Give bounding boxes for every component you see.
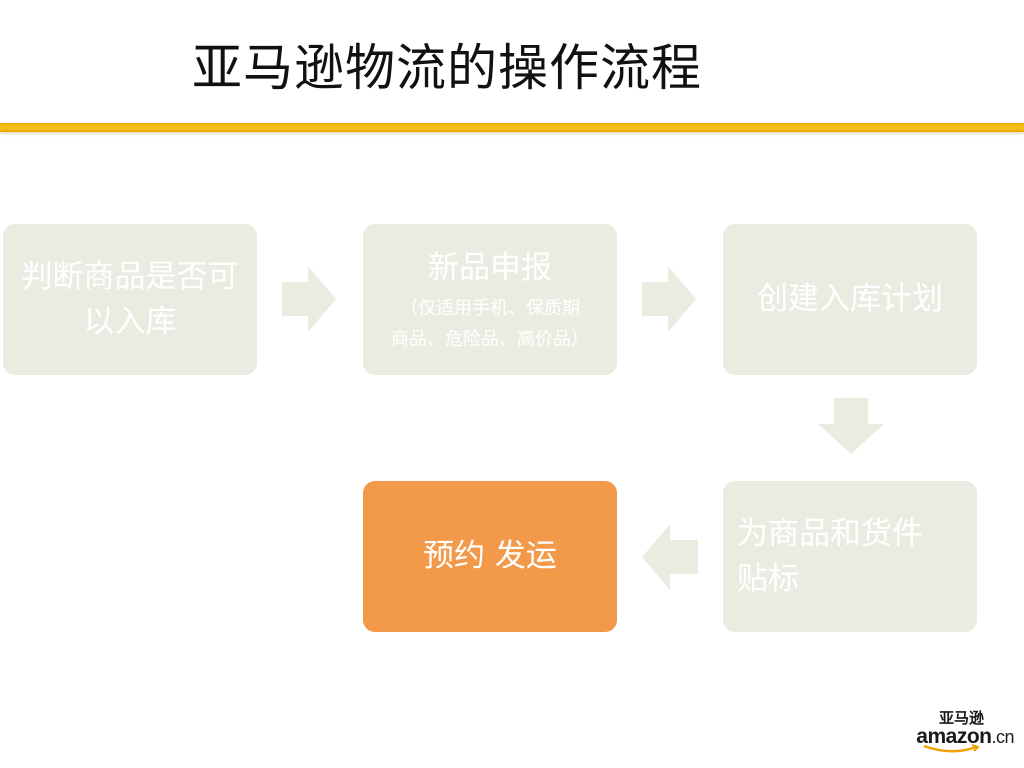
amazon-cn-logo: 亚马逊 amazon.cn (914, 708, 1014, 753)
flow-step-note-line-1: （仅适用手机、保质期 (400, 297, 580, 319)
flow-step-label-line-2: 贴标 (737, 560, 799, 597)
arrow-right-icon (282, 266, 336, 332)
flow-step-create-inbound-plan: 创建入库计划 (723, 224, 977, 375)
slide-title: 亚马逊物流的操作流程 (192, 39, 702, 97)
title-underline-rule (0, 123, 1024, 132)
flow-step-note-line-2: 商品、危险品、高价品） (391, 328, 589, 350)
arrow-right-icon (642, 266, 696, 332)
flow-step-label: 预约 发运 (423, 538, 557, 575)
flow-step-label: 新品申报 (428, 250, 552, 287)
logo-chinese-wordmark: 亚马逊 (938, 708, 984, 727)
flow-step-new-product-declaration: 新品申报 （仅适用手机、保质期 商品、危险品、高价品） (363, 224, 617, 375)
flow-step-label-products: 为商品和货件 贴标 (723, 481, 977, 632)
logo-wordmark: amazon.cn (914, 724, 1014, 748)
flow-step-label: 判断商品是否可以入库 (21, 258, 239, 340)
amazon-smile-icon (923, 744, 980, 753)
logo-tld-text: .cn (991, 726, 1014, 747)
arrow-down-icon (818, 398, 884, 454)
flow-step-check-eligibility: 判断商品是否可以入库 (3, 224, 257, 375)
flow-step-label-line-1: 为商品和货件 (737, 515, 923, 552)
flow-step-label: 创建入库计划 (757, 281, 943, 318)
logo-brand-text: amazon (916, 724, 992, 748)
arrow-left-icon (642, 524, 698, 590)
flow-step-schedule-shipment: 预约 发运 (363, 481, 617, 632)
